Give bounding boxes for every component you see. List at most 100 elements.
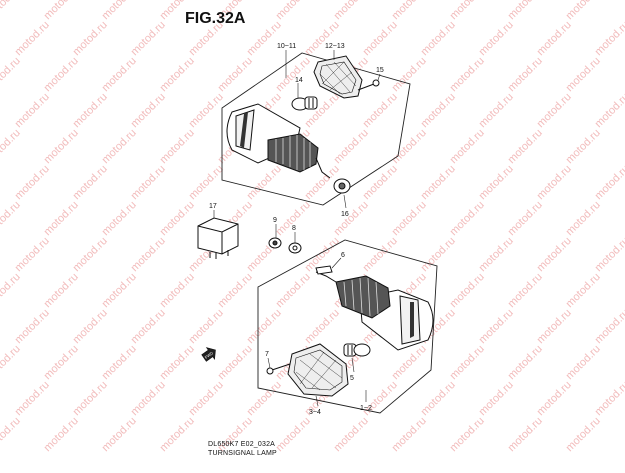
svg-text:FWD: FWD bbox=[204, 351, 214, 360]
watermark-text: motod.ru bbox=[332, 0, 371, 22]
watermark-text: motod.ru bbox=[71, 91, 110, 130]
label-5: 5 bbox=[350, 375, 354, 382]
lower-rubber-boot bbox=[315, 271, 391, 319]
figure-name: TURNSIGNAL LAMP bbox=[208, 450, 277, 457]
watermark-text: motod.ru bbox=[448, 271, 487, 310]
watermark-text: motod.ru bbox=[42, 55, 81, 94]
watermark-text: motod.ru bbox=[448, 199, 487, 238]
upper-rubber-boot bbox=[267, 133, 331, 179]
watermark-text: motod.ru bbox=[477, 307, 516, 346]
watermark-text: motod.ru bbox=[564, 0, 603, 22]
label-3-4: 3~4 bbox=[309, 409, 321, 416]
watermark-text: motod.ru bbox=[100, 343, 139, 382]
watermark-text: motod.ru bbox=[535, 307, 574, 346]
watermark-text: motod.ru bbox=[0, 0, 23, 22]
clamp-6 bbox=[315, 265, 333, 275]
watermark-text: motod.ru bbox=[100, 127, 139, 166]
label-6: 6 bbox=[341, 252, 345, 259]
watermark-text: motod.ru bbox=[0, 127, 23, 166]
grommet-9 bbox=[268, 237, 282, 249]
watermark-text: motod.ru bbox=[593, 235, 625, 274]
fwd-arrow-icon: FWD bbox=[201, 347, 216, 362]
watermark-text: motod.ru bbox=[245, 379, 284, 418]
watermark-text: motod.ru bbox=[0, 199, 23, 238]
watermark-text: motod.ru bbox=[361, 19, 400, 58]
label-10-11: 10~11 bbox=[277, 43, 296, 50]
label-14: 14 bbox=[295, 77, 303, 84]
watermark-text: motod.ru bbox=[564, 343, 603, 382]
watermark-text: motod.ru bbox=[216, 343, 255, 382]
watermark-text: motod.ru bbox=[42, 415, 81, 454]
watermark-text: motod.ru bbox=[593, 307, 625, 346]
watermark-text: motod.ru bbox=[303, 19, 342, 58]
watermark-text: motod.ru bbox=[245, 19, 284, 58]
watermark-text: motod.ru bbox=[71, 307, 110, 346]
watermark-text: motod.ru bbox=[42, 199, 81, 238]
upper-bulb bbox=[291, 96, 318, 111]
watermark-text: motod.ru bbox=[303, 307, 342, 346]
watermark-text: motod.ru bbox=[42, 0, 81, 22]
watermark-text: motod.ru bbox=[13, 235, 52, 274]
figure-code: DL650K7 E02_032A bbox=[208, 441, 276, 448]
watermark-text: motod.ru bbox=[13, 163, 52, 202]
watermark-text: motod.ru bbox=[419, 235, 458, 274]
watermark-text: motod.ru bbox=[129, 379, 168, 418]
watermark-text: motod.ru bbox=[100, 415, 139, 454]
watermark-text: motod.ru bbox=[129, 307, 168, 346]
watermark-text: motod.ru bbox=[506, 127, 545, 166]
lower-bulb bbox=[343, 343, 371, 357]
label-9: 9 bbox=[273, 217, 277, 224]
grommet-16 bbox=[333, 178, 351, 194]
watermark-text: motod.ru bbox=[332, 199, 371, 238]
upper-assembly-frame bbox=[221, 52, 411, 206]
label-1-2: 1~2 bbox=[360, 405, 372, 412]
screw-15 bbox=[357, 79, 380, 91]
watermark-text: motod.ru bbox=[506, 343, 545, 382]
figure-title: FIG.32A bbox=[185, 10, 246, 27]
watermark-text: motod.ru bbox=[13, 91, 52, 130]
watermark-text: motod.ru bbox=[274, 55, 313, 94]
watermark-text: motod.ru bbox=[564, 199, 603, 238]
watermark-text: motod.ru bbox=[361, 163, 400, 202]
watermark-text: motod.ru bbox=[477, 379, 516, 418]
watermark-text: motod.ru bbox=[390, 0, 429, 22]
watermark-text: motod.ru bbox=[0, 415, 23, 454]
watermark-text: motod.ru bbox=[129, 91, 168, 130]
watermark-text: motod.ru bbox=[477, 19, 516, 58]
watermark-text: motod.ru bbox=[564, 55, 603, 94]
watermark-text: motod.ru bbox=[390, 199, 429, 238]
watermark-text: motod.ru bbox=[448, 415, 487, 454]
watermark-text: motod.ru bbox=[506, 271, 545, 310]
watermark-text: motod.ru bbox=[448, 0, 487, 22]
watermark-text: motod.ru bbox=[245, 307, 284, 346]
watermark-text: motod.ru bbox=[390, 415, 429, 454]
watermark-text: motod.ru bbox=[535, 19, 574, 58]
watermark-text: motod.ru bbox=[158, 55, 197, 94]
washer-8 bbox=[288, 242, 302, 254]
watermark-text: motod.ru bbox=[448, 127, 487, 166]
watermark-text: motod.ru bbox=[593, 91, 625, 130]
watermark-text: motod.ru bbox=[71, 19, 110, 58]
watermark-text: motod.ru bbox=[187, 91, 226, 130]
watermark-text: motod.ru bbox=[506, 199, 545, 238]
label-7: 7 bbox=[265, 351, 269, 358]
watermark-text: motod.ru bbox=[158, 271, 197, 310]
watermark-text: motod.ru bbox=[332, 127, 371, 166]
watermark-text: motod.ru bbox=[245, 163, 284, 202]
watermark-text: motod.ru bbox=[332, 415, 371, 454]
watermark-text: motod.ru bbox=[361, 235, 400, 274]
watermark-text: motod.ru bbox=[187, 163, 226, 202]
watermark-text: motod.ru bbox=[419, 163, 458, 202]
watermark-text: motod.ru bbox=[158, 343, 197, 382]
watermark-text: motod.ru bbox=[13, 379, 52, 418]
watermark-text: motod.ru bbox=[42, 343, 81, 382]
watermark-text: motod.ru bbox=[0, 55, 23, 94]
watermark-text: motod.ru bbox=[100, 199, 139, 238]
watermark-text: motod.ru bbox=[390, 127, 429, 166]
watermark-text: motod.ru bbox=[477, 235, 516, 274]
watermark-text: motod.ru bbox=[564, 271, 603, 310]
watermark-text: motod.ru bbox=[448, 55, 487, 94]
watermark-text: motod.ru bbox=[535, 235, 574, 274]
